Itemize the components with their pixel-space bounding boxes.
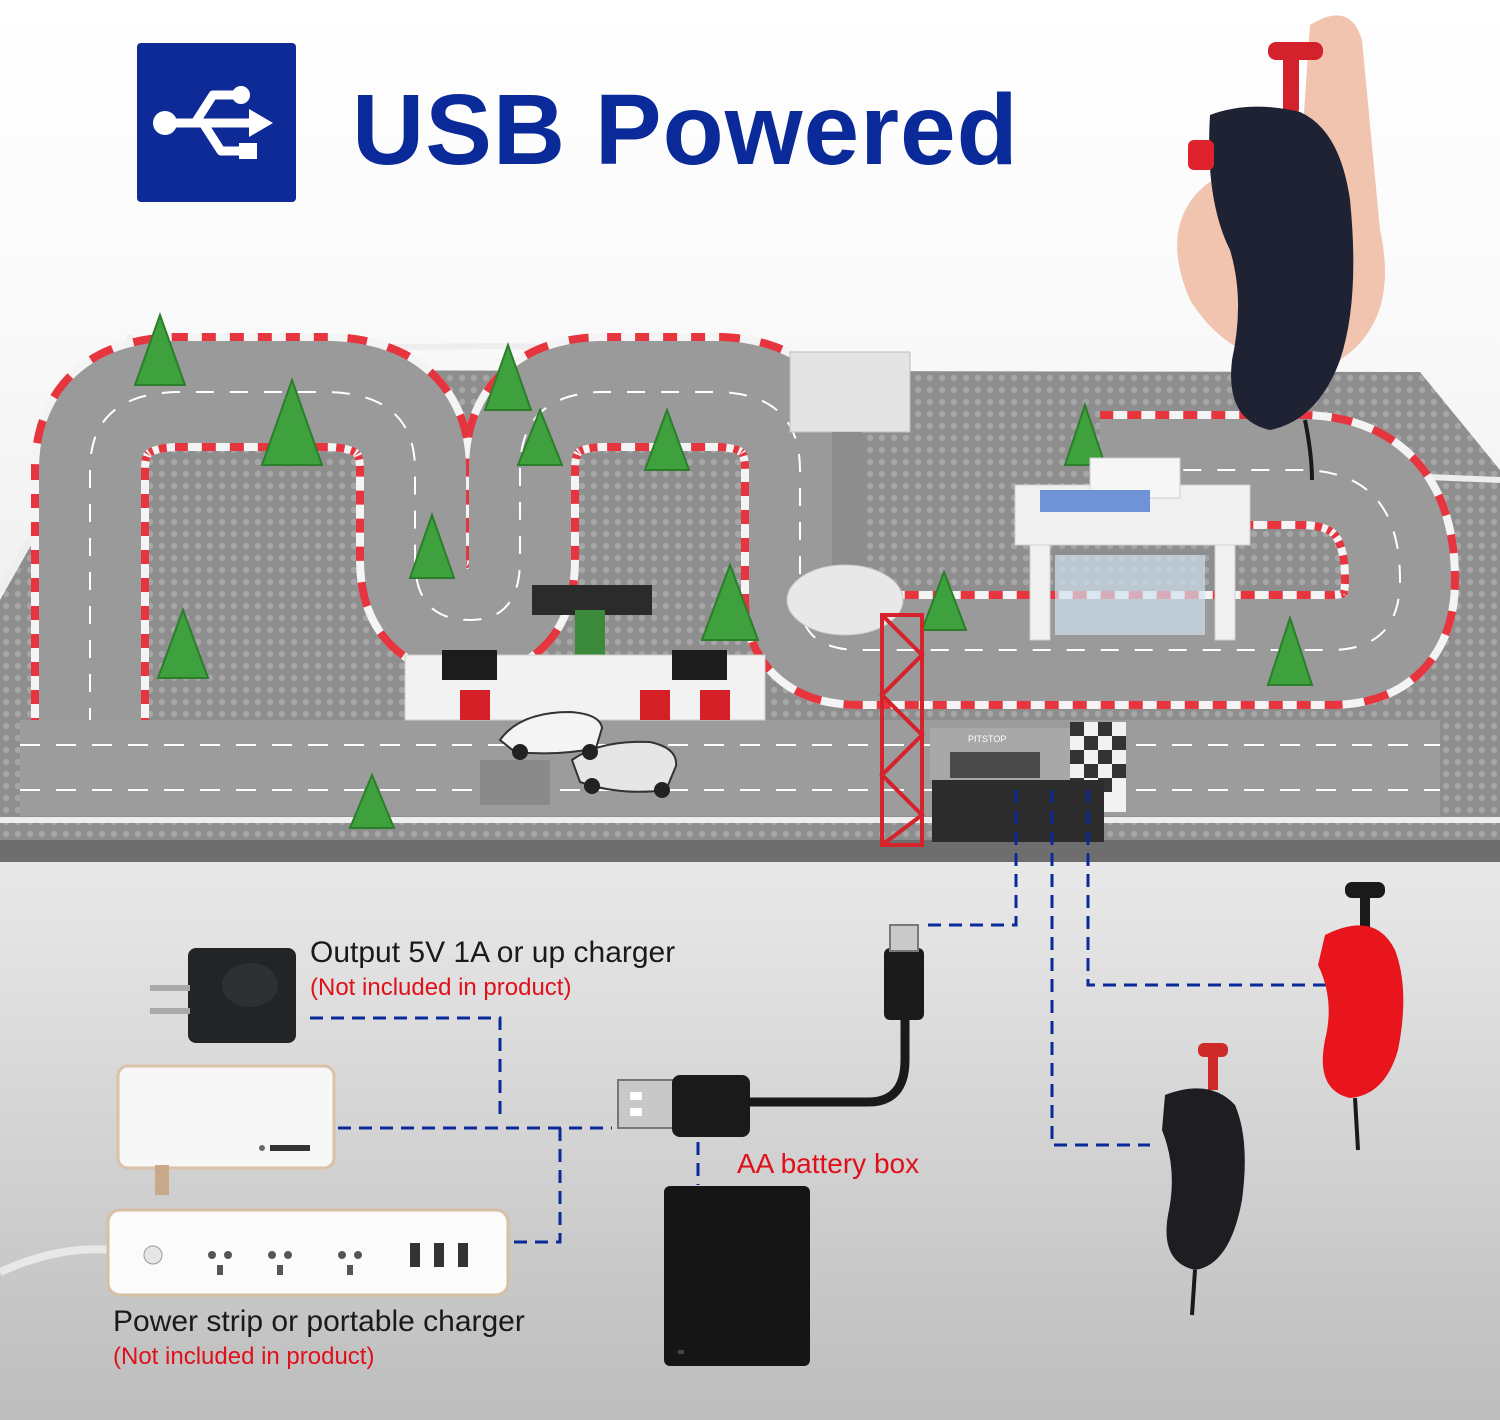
micro-usb-plug bbox=[884, 948, 924, 1020]
usb-cable bbox=[617, 924, 924, 1137]
wall-charger bbox=[150, 948, 296, 1043]
power-strip-note: (Not included in product) bbox=[113, 1343, 375, 1370]
power-bank bbox=[116, 1064, 336, 1195]
race-cars bbox=[498, 710, 678, 798]
battery-box-label: AA battery box bbox=[737, 1148, 920, 1179]
usb-icon-badge bbox=[137, 43, 296, 202]
usb-icon bbox=[153, 86, 273, 159]
trees bbox=[133, 312, 1314, 829]
usb-a-plug bbox=[617, 1079, 677, 1129]
hand-with-controller bbox=[1177, 15, 1385, 481]
race-track bbox=[20, 333, 1460, 816]
pitstop-sign: PITSTOP bbox=[968, 734, 1006, 744]
charger-note: (Not included in product) bbox=[310, 974, 572, 1001]
pitstop-control-box: PITSTOP bbox=[930, 728, 1104, 842]
overpass bbox=[786, 351, 911, 636]
black-controller bbox=[1162, 1043, 1245, 1316]
page-title: USB Powered bbox=[352, 74, 1019, 186]
power-strip bbox=[0, 1208, 510, 1297]
connector-lines bbox=[310, 790, 1330, 1244]
aa-battery-box bbox=[664, 1186, 810, 1366]
power-strip-label: Power strip or portable charger bbox=[113, 1305, 525, 1338]
start-gantry bbox=[404, 585, 766, 721]
red-bridge bbox=[879, 613, 926, 847]
pitstop-building bbox=[1014, 457, 1251, 641]
red-controller bbox=[1318, 882, 1404, 1151]
charger-label: Output 5V 1A or up charger bbox=[310, 936, 676, 969]
